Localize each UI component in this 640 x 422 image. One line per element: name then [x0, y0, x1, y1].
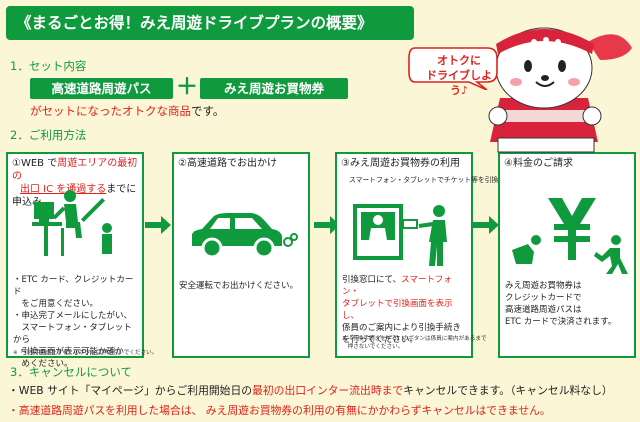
step-3-body-c: を行ってください。	[342, 335, 418, 345]
list-item: めください。	[13, 359, 73, 369]
step-4-line: 高速道路周遊パスは	[505, 305, 582, 315]
section-2-title: 2．ご利用方法	[10, 128, 87, 142]
computer-user-icon	[32, 190, 112, 256]
step-4-body: みえ周遊お買物券は クレジットカードで 高速道路周遊パスは ETC カードで決済…	[505, 280, 631, 328]
list-item: をご用意ください。	[13, 299, 99, 309]
speech-bubble-text: オトクに ドライブしよう♪	[426, 54, 492, 97]
car-icon	[192, 213, 298, 259]
list-item: スマートフォン・タブレットから	[13, 323, 132, 345]
step-2-heading: ②高速道路でお出かけ	[178, 157, 305, 170]
step-4-line: クレジットカードで	[505, 293, 582, 303]
plus-sign: ＋	[176, 75, 199, 100]
step-1-head-b: までに申込み	[12, 184, 137, 208]
set-description-end: です。	[191, 104, 225, 118]
arrow-right-icon	[473, 216, 499, 234]
step-card-1: ①WEB で周遊エリアの最初の 出口 IC を通過するまでに申込み ・ETC カ…	[6, 152, 158, 369]
step-3-number: ③	[341, 158, 350, 169]
step-4-head: 料金のご請求	[512, 158, 573, 169]
step-3-body-red1: スマートフォン・	[342, 275, 452, 297]
cancel-line-1-a: ・WEB サイト「マイページ」からご利用開始日の	[8, 384, 253, 397]
step-1-heading: ①WEB で周遊エリアの最初の 出口 IC を通過するまでに申込み	[12, 157, 139, 209]
list-item: ・申込完了メールにしたがい、	[13, 311, 133, 321]
step-1-number: ①	[12, 158, 21, 169]
step-3-note-1: ※「引換手続きをする」のボタンは係員に案内があるまで	[342, 336, 487, 342]
list-item: 引換画面が表示可能か確か	[13, 347, 124, 357]
set-description-highlight: がセットになったオトクな商品	[30, 104, 191, 118]
step-3-head: みえ周遊お買物券の利用	[349, 158, 460, 169]
step-3-subheading: スマートフォン・タブレットでチケット等を引換え	[349, 176, 506, 184]
step-1-head-a: WEB で	[20, 158, 58, 169]
step-1-head-red2: 出口 IC を通過する	[20, 184, 107, 195]
section-3-title: 3．キャンセルについて	[10, 365, 132, 379]
mascot-character	[474, 27, 632, 153]
step-4-line: ETC カードで決済されます。	[505, 317, 617, 327]
step-3-heading: ③みえ周遊お買物券の利用	[341, 157, 468, 170]
highway-pass-label: 高速道路周遊パス	[30, 78, 173, 99]
step-1-head-red1: 周遊エリアの最初の	[12, 158, 138, 182]
step-3-body: 引換窓口にて、スマートフォン・ タブレットで引換画面を表示し、 係員のご案内によ…	[342, 274, 468, 346]
arrow-right-icon	[145, 216, 171, 234]
step-1-body: ・ETC カード、クレジットカード をご用意ください。 ・申込完了メールにしたが…	[13, 274, 139, 370]
yen-icon	[512, 198, 628, 274]
speech-bubble	[408, 47, 498, 90]
cancel-line-2: ・高速道路周遊パスを利用した場合は、 みえ周遊お買物券の利用の有無にかかわらずキ…	[8, 404, 551, 417]
ticket-counter-icon	[353, 204, 447, 266]
step-3-body-a: 引換窓口にて、	[342, 275, 402, 285]
step-2-head: 高速道路でお出かけ	[186, 158, 277, 169]
cancel-line-1-red: 最初の出口インター流出時まで	[252, 384, 404, 397]
arrow-right-icon	[314, 216, 340, 234]
step-2-number: ②	[178, 158, 187, 169]
step-3-body-b: 係員のご案内により引換手続き	[342, 323, 461, 333]
step-card-4: ④料金のご請求 みえ周遊お買物券は クレジットカードで 高速道路周遊パスは ET…	[498, 152, 636, 358]
cancel-line-1: ・WEB サイト「マイページ」からご利用開始日の最初の出口インター流出時までキャ…	[8, 382, 613, 398]
step-3-note-2: 押さないでください。	[342, 344, 404, 350]
step-1-note: ※「引換手続きをする」のボタンは押さないでください。	[13, 350, 158, 356]
step-card-2: ②高速道路でお出かけ 安全運転でお出かけください。	[172, 152, 310, 358]
section-1-title: 1．セット内容	[10, 59, 87, 73]
list-item: ・ETC カード、クレジットカード	[13, 275, 134, 297]
shopping-voucher-label: みえ周遊お買物券	[200, 78, 348, 99]
set-description: がセットになったオトクな商品です。	[30, 103, 224, 119]
page-title: 《まるごとお得！みえ周遊ドライブプランの概要》	[6, 6, 414, 40]
step-4-heading: ④料金のご請求	[504, 157, 631, 170]
step-4-line: みえ周遊お買物券は	[505, 281, 582, 291]
step-2-body: 安全運転でお出かけください。	[179, 281, 299, 291]
step-4-number: ④	[504, 158, 513, 169]
step-3-body-red2: タブレットで引換画面を表示し、	[342, 299, 453, 321]
step-card-3: ③みえ周遊お買物券の利用 スマートフォン・タブレットでチケット等を引換え 引換窓…	[335, 152, 506, 358]
cancel-line-1-b: キャンセルできます。（キャンセル料なし）	[403, 384, 613, 397]
